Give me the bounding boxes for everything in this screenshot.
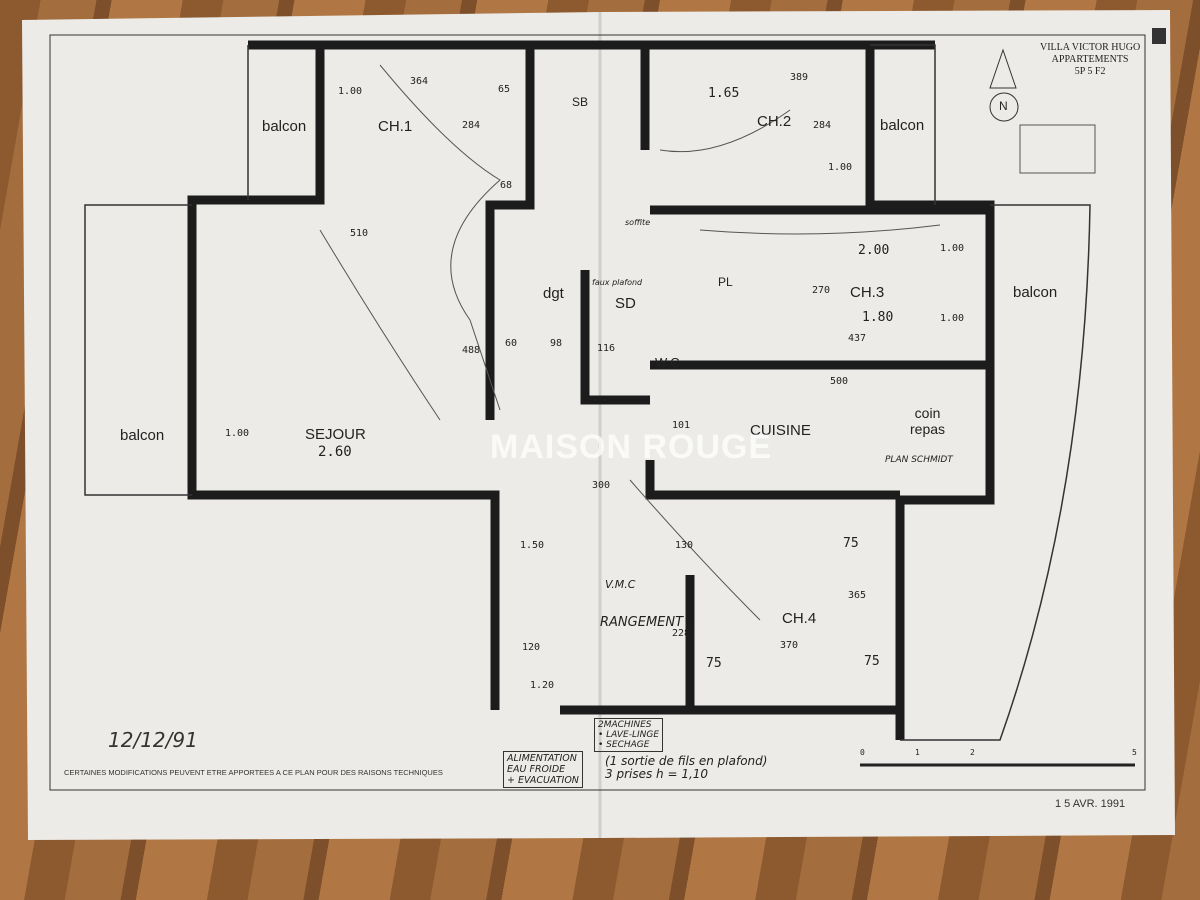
dimension: 488	[462, 345, 481, 356]
stamp-date: 1 5 AVR. 1991	[1055, 798, 1126, 810]
machines-note: 2MACHINES • LAVE-LINGE • SECHAGE	[594, 718, 664, 752]
dimension: 130	[675, 540, 694, 551]
balcon-4: balcon	[1013, 284, 1058, 301]
disclaimer-text: CERTAINES MODIFICATIONS PEUVENT ETRE APP…	[64, 768, 443, 777]
north-label: N	[999, 99, 1008, 113]
dimension: 284	[462, 120, 481, 131]
dimension: 437	[848, 333, 867, 344]
room-sejour: SEJOUR	[305, 426, 366, 443]
title-line-3: 5P 5 F2	[1074, 66, 1106, 77]
dimension: 228	[672, 628, 691, 639]
dimension: 1.80	[862, 310, 894, 325]
vmc-label: V.M.C	[605, 578, 636, 591]
dimension: 1.00	[828, 162, 853, 173]
dimension: 389	[790, 72, 809, 83]
dimension: 98	[550, 338, 563, 349]
dimension: 1.50	[520, 540, 545, 551]
dimension: 120	[522, 642, 541, 653]
border-frame	[49, 34, 1146, 791]
box-outline	[1019, 124, 1096, 174]
room-wc: W.C	[655, 355, 680, 370]
handwritten-date: 12/12/91	[108, 728, 198, 752]
title-line-2: APPARTEMENTS	[1051, 54, 1129, 65]
scale-tick: 0	[860, 748, 865, 757]
balcony-outlines	[84, 44, 1091, 741]
watermark: MAISON ROUGE	[490, 428, 773, 466]
soffite-label: soffite	[625, 218, 651, 227]
scale-tick: 2	[970, 748, 975, 757]
dimension: 1.20	[530, 680, 555, 691]
north-arrow	[989, 48, 1019, 122]
dimension: 510	[350, 228, 369, 239]
room-coin-repas: coin repas	[910, 405, 946, 437]
faux-plafond-label: faux plafond	[592, 278, 643, 287]
dimension: 500	[830, 376, 849, 387]
alimentation-note: ALIMENTATION EAU FROIDE + EVACUATION	[503, 751, 583, 788]
title-corner-mark	[1152, 28, 1166, 44]
dimension: 284	[813, 120, 832, 131]
dimension: 270	[812, 285, 831, 296]
dimension: 1.00	[940, 313, 965, 324]
dimension: 364	[410, 76, 429, 87]
wiring-lines	[319, 64, 941, 621]
dimension: 75	[706, 656, 722, 671]
balcon-1: balcon	[262, 118, 307, 135]
plan-schmidt-label: PLAN SCHMIDT	[885, 455, 953, 465]
dimension: 300	[592, 480, 611, 491]
dimension: 75	[864, 654, 880, 669]
dimension: 1.00	[225, 428, 250, 439]
scale-tick: 5	[1132, 748, 1137, 757]
balcon-3: balcon	[880, 117, 925, 134]
title-line-1: VILLA VICTOR HUGO	[1040, 42, 1141, 53]
room-ch3: CH.3	[850, 284, 885, 301]
room-ch2: CH.2	[757, 113, 792, 130]
title-block: VILLA VICTOR HUGO APPARTEMENTS 5P 5 F2	[1040, 42, 1140, 78]
dimension: 101	[672, 420, 691, 431]
dimension: 1.00	[940, 243, 965, 254]
dimension: 2.00	[858, 243, 890, 258]
dimension: 1.00	[338, 86, 363, 97]
room-ch4: CH.4	[782, 610, 817, 627]
dimension: 365	[848, 590, 867, 601]
room-rangement: RANGEMENT	[600, 615, 684, 630]
dimension: 68	[500, 180, 513, 191]
room-cuisine: CUISINE	[750, 422, 811, 439]
room-sd: SD	[615, 295, 636, 312]
dimension: 75	[843, 536, 859, 551]
room-dgt: dgt	[543, 285, 564, 302]
dimension: 65	[498, 84, 511, 95]
walls	[187, 40, 995, 740]
dimension: 60	[505, 338, 518, 349]
balcon-2: balcon	[120, 427, 165, 444]
room-sb: SB	[572, 95, 589, 109]
plafond-note: (1 sortie de fils en plafond) 3 prises h…	[605, 754, 768, 781]
room-ch1: CH.1	[378, 118, 413, 135]
dimension: 116	[597, 343, 616, 354]
dimension: 2.60	[318, 444, 352, 460]
dimension: 370	[780, 640, 799, 651]
scale-tick: 1	[915, 748, 920, 757]
room-pl: PL	[718, 275, 733, 289]
dimension: 1.65	[708, 86, 740, 101]
